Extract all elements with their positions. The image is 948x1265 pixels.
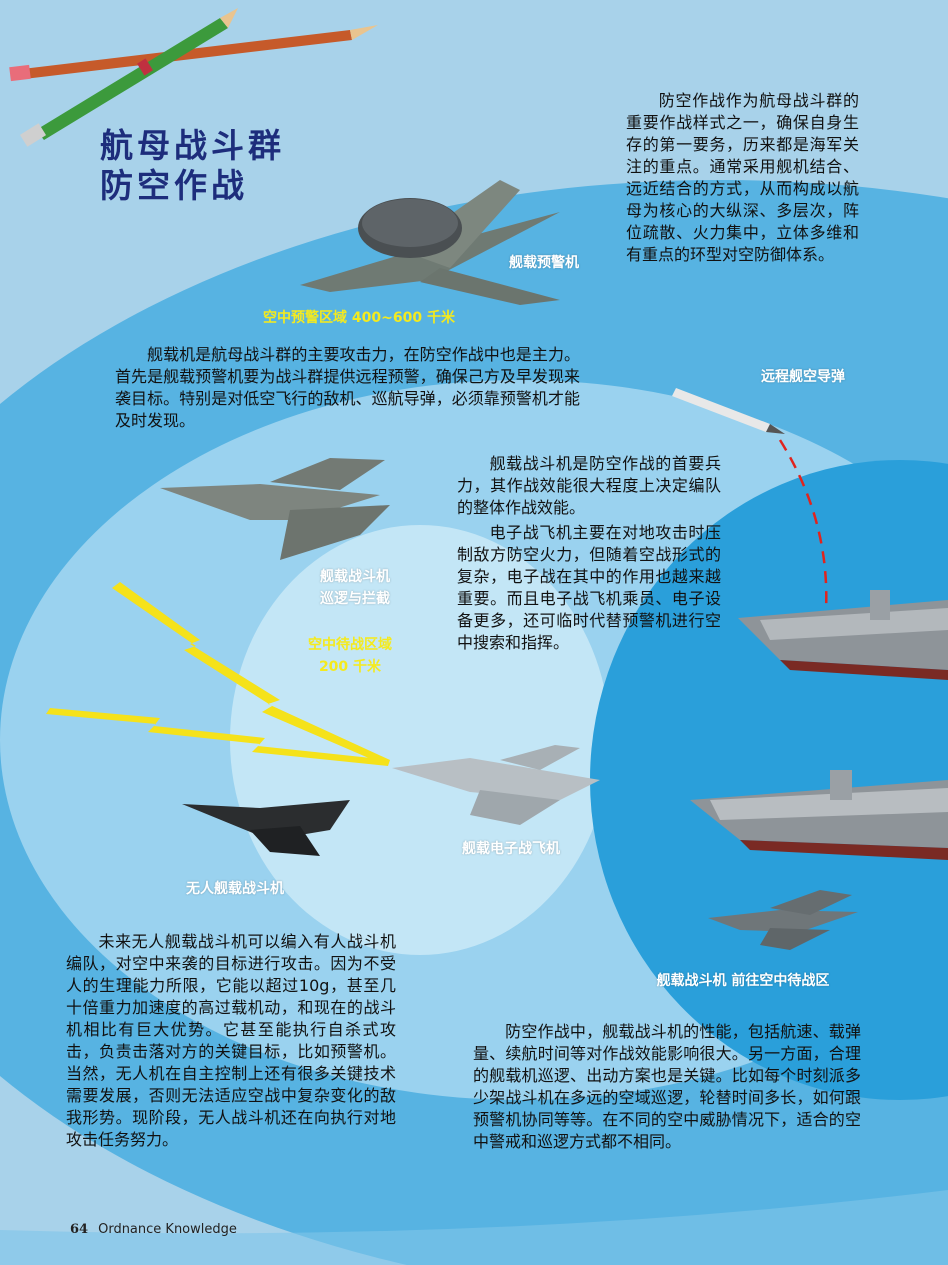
page-number: 64 [70, 1222, 89, 1237]
wait-zone-label: 空中待战区域 200 千米 [280, 634, 420, 678]
wait-zone-label-1: 空中待战区域 [308, 637, 392, 653]
missile-label: 远程舰空导弹 [761, 369, 845, 385]
waiting-zone-ring [230, 525, 610, 955]
fighter-jet-icon [160, 458, 390, 560]
patrol-fighter-label: 舰载战斗机 巡逻与拦截 [295, 566, 415, 610]
pencil-icon [19, 8, 238, 147]
fighter-paragraph-1: 舰载战斗机是防空作战的首要兵力，其作战效能很大程度上决定编队的整体作战效能。 [457, 454, 721, 517]
aew-label: 舰载预警机 [509, 255, 579, 271]
uav-fighter-label: 无人舰载战斗机 [186, 881, 284, 897]
destroyer-icon [690, 770, 948, 860]
radar-beam-icon [46, 582, 390, 766]
title-line-1: 航母战斗群 [100, 126, 285, 165]
patrol-paragraph: 防空作战中，舰载战斗机的性能，包括航速、载弹量、续航时间等对作战效能影响很大。另… [473, 1022, 861, 1151]
aew-zone-label: 空中预警区域 400~600 千米 [263, 310, 455, 326]
page-footer: 64 Ordnance Knowledge [70, 1222, 237, 1237]
magazine-name: Ordnance Knowledge [98, 1222, 237, 1237]
uav-paragraph: 未来无人舰载战斗机可以编入有人战斗机编队，对空中来袭的目标进行攻击。因为不受人的… [66, 932, 396, 1149]
missile-trajectory [778, 439, 828, 611]
fighter-paragraph-2: 电子战飞机主要在对地攻击时压制敌方防空火力，但随着空战形式的复杂，电子战在其中的… [457, 523, 721, 652]
uav-fighter-icon [182, 800, 350, 856]
page-title: 航母战斗群 防空作战 [100, 126, 285, 206]
wait-zone-label-2: 200 千米 [318, 659, 382, 675]
fighter-jet-icon [708, 890, 858, 950]
patrol-fighter-label-1: 舰载战斗机 [320, 569, 390, 585]
destroyer-icon [738, 590, 948, 680]
ew-aircraft-icon [392, 745, 600, 825]
fighter-to-zone-label: 舰载战斗机 前往空中待战区 [656, 973, 830, 989]
missile-icon [672, 388, 785, 434]
ew-aircraft-label: 舰载电子战飞机 [462, 841, 560, 857]
patrol-fighter-label-2: 巡逻与拦截 [320, 591, 390, 607]
intro-paragraph: 防空作战作为航母战斗群的重要作战样式之一，确保自身生存的第一要务，历来都是海军关… [626, 91, 859, 264]
aew-aircraft-icon [300, 180, 560, 305]
title-line-2: 防空作战 [100, 166, 248, 205]
aew-paragraph: 舰载机是航母战斗群的主要攻击力，在防空作战中也是主力。首先是舰载预警机要为战斗群… [115, 345, 580, 430]
